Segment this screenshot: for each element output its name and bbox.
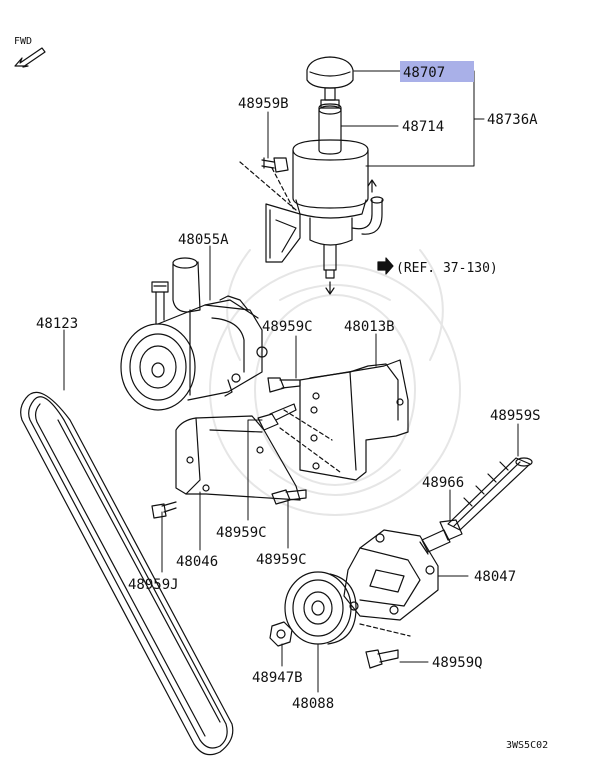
bolt-48959c-b — [257, 403, 297, 431]
tensioner-bracket — [343, 529, 439, 621]
part-48959s-label[interactable]: 48959S — [490, 408, 541, 424]
stud-bolt — [447, 457, 533, 531]
part-48047-label[interactable]: 48047 — [474, 569, 516, 585]
filler-neck — [318, 103, 342, 155]
idler-pulley — [284, 571, 357, 645]
diagram-code: 3WS5C02 — [506, 740, 548, 751]
part-48959b-label[interactable]: 48959B — [238, 96, 289, 112]
part-48947b-label[interactable]: 48947B — [252, 670, 303, 686]
drive-belt — [20, 391, 234, 756]
bolt-48959j — [151, 501, 177, 519]
part-48714-label[interactable]: 48714 — [402, 119, 444, 135]
part-48055a-label[interactable]: 48055A — [178, 232, 229, 248]
ref-arrow-icon — [377, 257, 394, 275]
part-48959c-mid-label[interactable]: 48959C — [216, 525, 267, 541]
part-48966-label[interactable]: 48966 — [422, 475, 464, 491]
pump-bracket — [175, 415, 301, 501]
reservoir-assembly — [239, 56, 384, 295]
nut-48947b — [269, 621, 293, 647]
highlight-48707 — [400, 61, 474, 82]
part-48123-label[interactable]: 48123 — [36, 316, 78, 332]
nut-48966 — [419, 519, 463, 555]
labels: FWD (REF. 37-130) 3WS5C02 48707 48736A 4… — [14, 36, 548, 751]
bolt-48959c-a — [267, 377, 301, 393]
part-48736a-label[interactable]: 48736A — [487, 112, 538, 128]
part-48707-label[interactable]: 48707 — [403, 65, 445, 81]
ref-label[interactable]: (REF. 37-130) — [396, 261, 498, 276]
fwd-label: FWD — [14, 36, 32, 47]
part-48959c-top-label[interactable]: 48959C — [262, 319, 313, 335]
reservoir-cap — [306, 56, 354, 89]
power-steering-pump — [120, 257, 268, 411]
part-48959c-bottom-label[interactable]: 48959C — [256, 552, 307, 568]
part-48046-label[interactable]: 48046 — [176, 554, 218, 570]
mounting-bracket — [279, 359, 409, 481]
part-48959j-label[interactable]: 48959J — [128, 577, 179, 593]
part-48013b-label[interactable]: 48013B — [344, 319, 395, 335]
reservoir-body — [292, 139, 369, 209]
bolt-48959c-c — [271, 489, 307, 505]
watermark-emblem — [209, 249, 461, 516]
part-48088-label[interactable]: 48088 — [292, 696, 334, 712]
leader-lines — [63, 70, 519, 693]
part-48959q-label[interactable]: 48959Q — [432, 655, 483, 671]
bolt-48959q — [359, 623, 411, 669]
fwd-arrow-icon — [14, 47, 46, 68]
